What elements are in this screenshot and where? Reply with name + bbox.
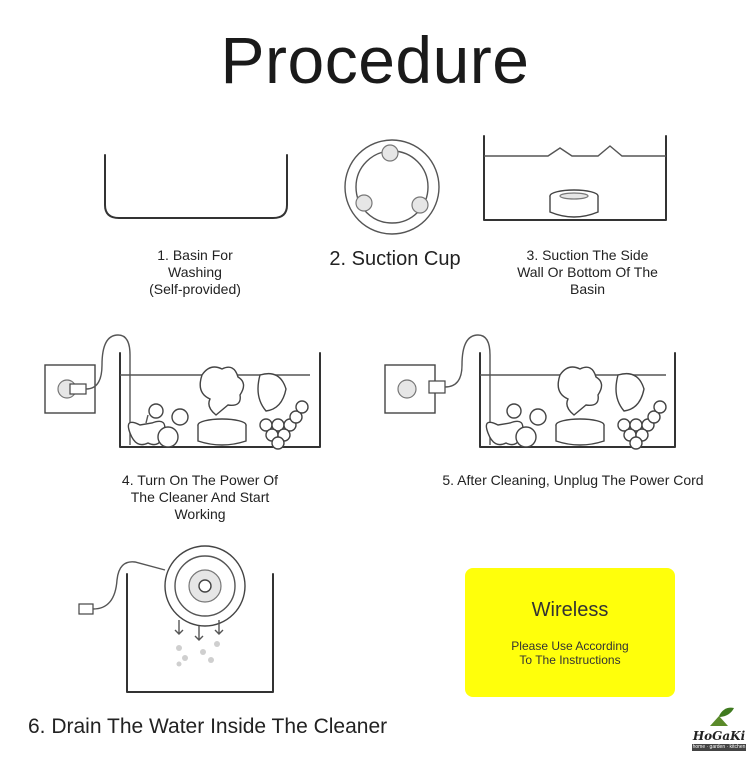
grapes-icon xyxy=(617,400,667,450)
apple-icon xyxy=(127,414,166,446)
step-4-line-3: Working xyxy=(174,506,226,522)
draining-illustration xyxy=(78,545,274,693)
cleaner-bottom-icon xyxy=(164,545,246,627)
cleaner-device-icon xyxy=(555,418,605,446)
unplugged-washing-illustration xyxy=(384,334,676,450)
basin-with-cleaner-illustration xyxy=(483,135,667,221)
step-5-caption: 5. After Cleaning, Unplug The Power Cord xyxy=(442,472,704,488)
basin-illustration xyxy=(104,154,288,219)
step-4-caption: 4. Turn On The Power Of The Cleaner And … xyxy=(100,472,300,523)
wireless-line-1: Please Use According xyxy=(511,639,629,653)
cleaner-device-icon xyxy=(549,189,599,218)
step-6-caption: 6. Drain The Water Inside The Cleaner xyxy=(28,715,388,738)
step-1-line-2: Washing xyxy=(168,264,222,280)
step-3-caption: 3. Suction The Side Wall Or Bottom Of Th… xyxy=(500,247,675,298)
apple-icon xyxy=(485,420,524,446)
broccoli-icon xyxy=(199,366,245,416)
unplugged-plug-icon xyxy=(428,380,446,394)
step-3-line-3: Basin xyxy=(569,281,606,297)
step-2-caption: 2. Suction Cup xyxy=(329,248,461,270)
tomato-icon xyxy=(157,426,179,448)
cleaner-device-icon xyxy=(197,418,247,446)
broccoli-icon xyxy=(557,366,603,416)
leafy-greens-icon xyxy=(257,372,287,412)
suction-cup-illustration xyxy=(344,139,440,235)
usb-plug-icon xyxy=(78,603,94,615)
leafy-greens-icon xyxy=(615,372,645,412)
house-leaf-icon xyxy=(710,707,734,726)
wireless-title: Wireless xyxy=(531,599,609,621)
step-1-line-3: (Self-provided) xyxy=(149,281,241,297)
plug-icon xyxy=(69,383,87,395)
logo-tagline: home · garden · kitchen xyxy=(692,744,746,751)
brand-logo: HoGaKi home · garden · kitchen xyxy=(690,704,748,756)
step-3-line-2: Wall Or Bottom Of The xyxy=(517,264,658,280)
logo-wordmark: HoGaKi xyxy=(692,729,746,743)
grapes-icon xyxy=(259,400,309,450)
drain-arrows-icon xyxy=(174,620,224,641)
water-drops-icon xyxy=(176,641,220,667)
page-title: Procedure xyxy=(220,23,530,97)
step-4-line-2: The Cleaner And Start xyxy=(130,489,270,505)
step-1-line-1: 1. Basin For xyxy=(157,247,233,263)
wireless-note-box: Wireless Please Use According To The Ins… xyxy=(465,568,675,697)
step-1-caption: 1. Basin For Washing (Self-provided) xyxy=(120,247,270,298)
step-4-line-1: 4. Turn On The Power Of xyxy=(121,472,279,488)
tomato-icon xyxy=(515,426,537,448)
plugged-in-washing-illustration xyxy=(44,334,321,450)
step-3-line-1: 3. Suction The Side xyxy=(526,247,649,263)
wireless-line-2: To The Instructions xyxy=(519,653,621,667)
